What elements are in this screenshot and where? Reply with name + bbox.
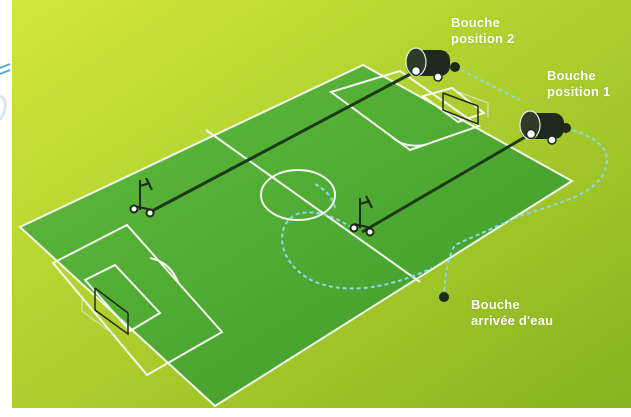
label-bouche-position-1: Bouche position 1: [547, 68, 610, 100]
logo-fragment: [0, 60, 12, 130]
hydrant-dot-icon: [439, 292, 449, 302]
label-line: Bouche: [547, 68, 610, 84]
label-bouche-arrivee-eau: Bouche arrivée d'eau: [471, 297, 553, 329]
frame-bottom-edge: [0, 408, 631, 417]
label-line: position 2: [451, 31, 514, 47]
label-line: Bouche: [471, 297, 553, 313]
hydrant-dot-icon: [450, 62, 460, 72]
label-line: Bouche: [451, 15, 514, 31]
label-bouche-position-2: Bouche position 2: [451, 15, 514, 47]
hydrant-dot-icon: [561, 123, 571, 133]
label-line: arrivée d'eau: [471, 313, 553, 329]
label-line: position 1: [547, 84, 610, 100]
